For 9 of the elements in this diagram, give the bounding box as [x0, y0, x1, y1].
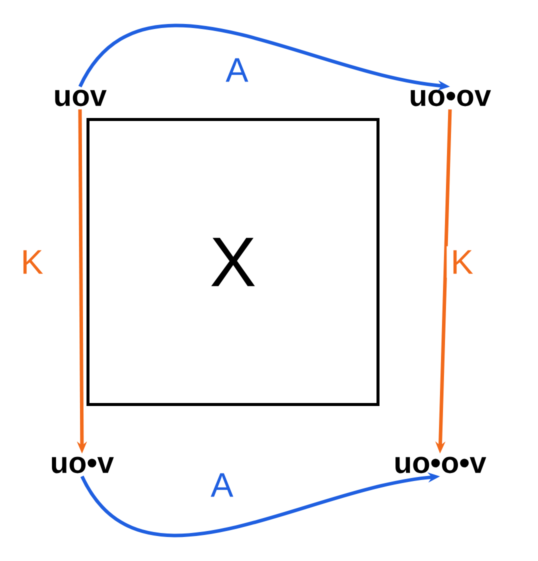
expression: uo•ov — [410, 90, 491, 106]
edge-label: K — [446, 246, 478, 278]
expression: uov — [55, 90, 107, 106]
square-box: X — [86, 118, 380, 406]
edge-label: A — [222, 54, 252, 86]
expression: uo•o•v — [396, 456, 486, 474]
expression: uo•v — [52, 456, 114, 474]
edge-label: A — [206, 469, 238, 501]
edge-label: K — [16, 246, 48, 278]
